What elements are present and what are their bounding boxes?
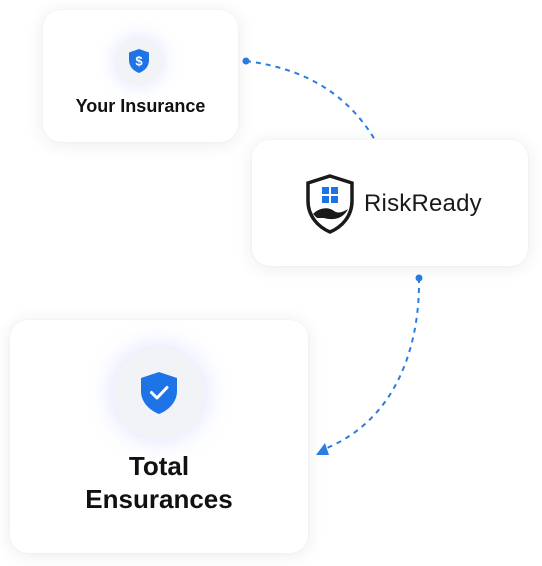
total-icon-badge <box>113 347 205 439</box>
svg-text:$: $ <box>135 54 143 69</box>
total-label-line1: Total <box>128 451 190 481</box>
connector-start-dot <box>415 274 423 282</box>
riskready-brand-text: RiskReady <box>364 190 482 217</box>
your-insurance-card[interactable]: $ Your Insurance <box>43 10 238 142</box>
insurance-label: Your Insurance <box>75 96 206 116</box>
check-shield-icon <box>141 372 177 414</box>
total-ensurances-card[interactable]: Total Ensurances <box>10 320 308 553</box>
riskready-shield-logo-icon <box>306 174 354 234</box>
total-label-line2: Ensurances <box>85 484 233 514</box>
connector-insurance-to-riskready <box>245 60 376 141</box>
dollar-shield-icon: $ <box>129 49 149 73</box>
insurance-icon-badge: $ <box>115 37 163 85</box>
riskready-card[interactable]: RiskReady <box>252 140 528 266</box>
total-ensurances-label: Total Ensurances <box>10 450 308 516</box>
riskready-logo: RiskReady <box>304 174 482 234</box>
connector-arrowhead <box>316 443 329 455</box>
connector-start-dot <box>242 57 250 65</box>
connector-riskready-to-total <box>321 277 421 451</box>
